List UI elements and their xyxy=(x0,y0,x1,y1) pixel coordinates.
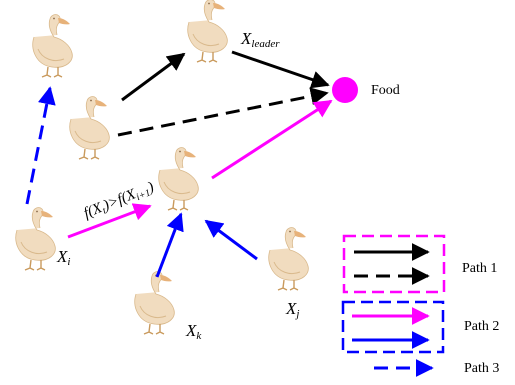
label-x-k: Xk xyxy=(185,321,202,342)
duck-icon xyxy=(158,146,200,211)
arrow-blue-dashed-up xyxy=(25,86,56,205)
arrow-xk-to-better xyxy=(155,212,184,278)
duck-icon xyxy=(187,0,229,63)
duck-icon xyxy=(32,13,74,78)
duck-icon xyxy=(15,206,57,271)
label-x-i: Xi xyxy=(56,247,70,268)
arrow-dashed-to-food xyxy=(117,87,329,137)
arrow-leader-to-food xyxy=(231,50,330,89)
arrow-xi-to-better xyxy=(67,203,152,239)
duck-icon xyxy=(134,270,176,335)
legend-path1-box xyxy=(342,234,446,294)
duck-icon xyxy=(268,226,310,291)
label-x-leader: Xleader xyxy=(240,29,280,50)
duck-icon xyxy=(69,95,111,160)
legend-path2-label: Path 2 xyxy=(464,319,499,334)
legend-path2-box xyxy=(341,300,445,354)
legend-path1-label: Path 1 xyxy=(462,261,497,276)
food-dot-icon xyxy=(332,77,358,103)
label-x-j: Xj xyxy=(285,299,299,320)
arrow-better-to-food xyxy=(211,99,333,180)
arrow-to-leader xyxy=(121,52,186,102)
legend-path3-label: Path 3 xyxy=(464,361,499,376)
label-food: Food xyxy=(371,83,400,98)
legend: Path 1 Path 2 Path 3 xyxy=(341,234,499,377)
arrow-xj-to-better xyxy=(204,219,258,261)
